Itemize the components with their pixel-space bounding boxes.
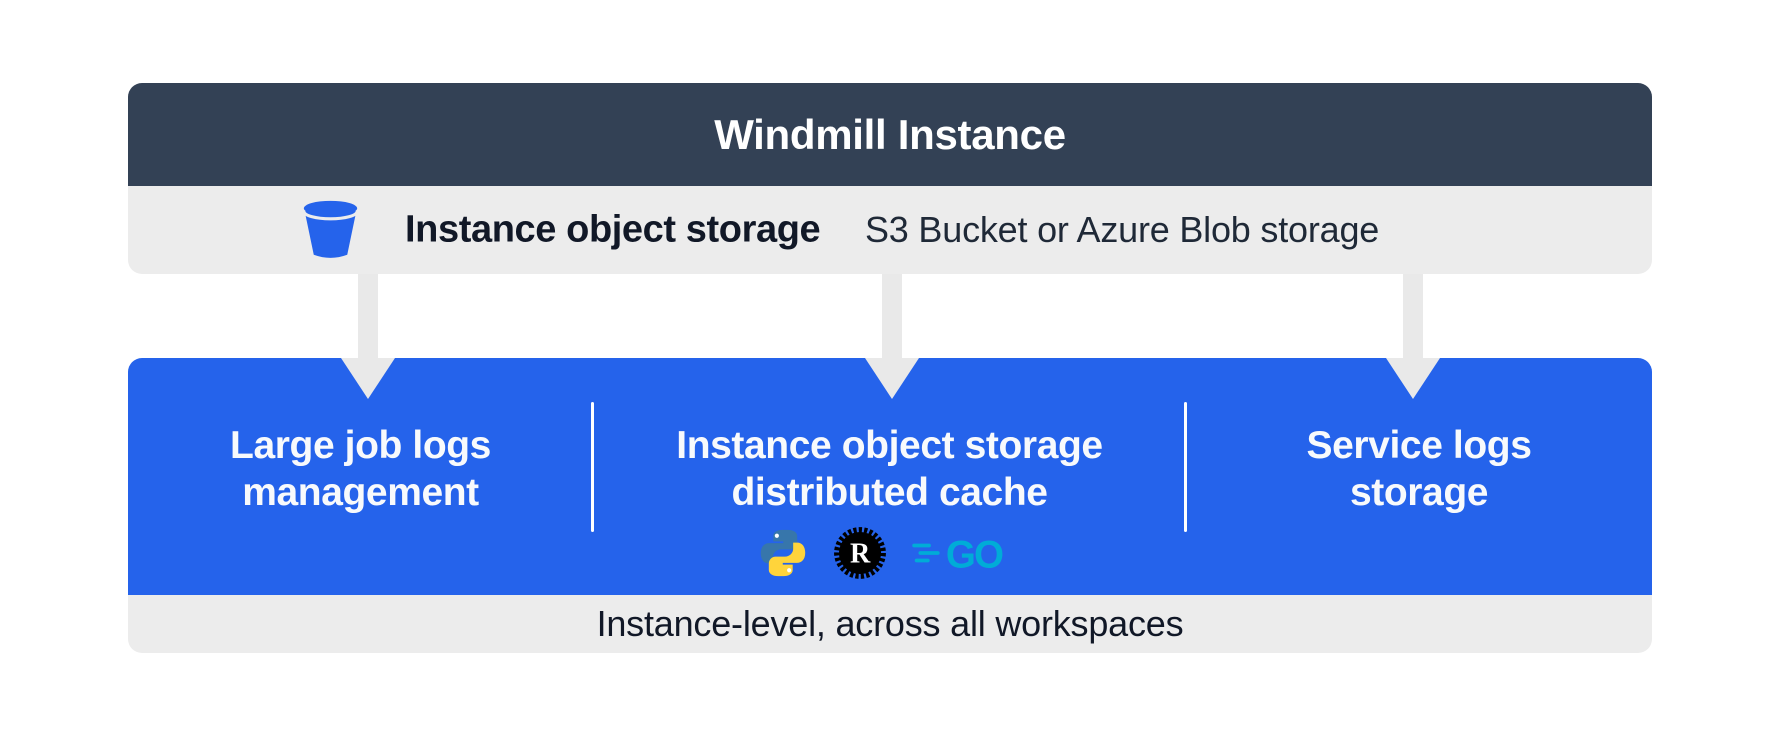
column-divider: [591, 402, 594, 532]
column-divider: [1184, 402, 1187, 532]
storage-band-title: Instance object storage: [405, 208, 821, 251]
connector-arrow-stem-middle: [882, 274, 902, 358]
connector-arrow-stem-right: [1403, 274, 1423, 358]
page-title: Windmill Instance: [714, 110, 1066, 158]
python-icon: [760, 529, 805, 577]
bucket-icon: [302, 200, 359, 258]
feature-title-line: storage: [1349, 471, 1489, 514]
storage-band-subtitle: S3 Bucket or Azure Blob storage: [865, 209, 1380, 250]
rust-icon: R: [833, 527, 886, 579]
feature-distributed-cache: Instance object storage distributed cach…: [593, 422, 1186, 582]
go-icon: GO: [911, 533, 1004, 574]
footer-band: Instance-level, across all workspaces: [128, 595, 1652, 653]
feature-title-line: distributed cache: [731, 471, 1048, 514]
connector-arrowhead-left: [341, 358, 395, 399]
connector-arrowhead-right: [1386, 358, 1440, 399]
feature-title-line: Service logs: [1306, 424, 1532, 467]
feature-large-job-logs: Large job logs management: [128, 422, 593, 516]
windmill-instance-header: Windmill Instance: [128, 83, 1652, 186]
feature-service-logs: Service logs storage: [1186, 422, 1652, 516]
connector-arrow-stem-left: [358, 274, 378, 358]
feature-title-line: Instance object storage: [676, 424, 1103, 467]
connector-arrowhead-middle: [865, 358, 919, 399]
language-icons-row: R GO: [593, 524, 1186, 582]
instance-object-storage-band: Instance object storage S3 Bucket or Azu…: [128, 186, 1652, 274]
feature-title-line: Large job logs: [230, 424, 491, 467]
svg-text:R: R: [849, 539, 870, 570]
footer-label: Instance-level, across all workspaces: [596, 603, 1184, 644]
feature-title-line: management: [242, 471, 479, 514]
svg-text:GO: GO: [945, 533, 1002, 574]
